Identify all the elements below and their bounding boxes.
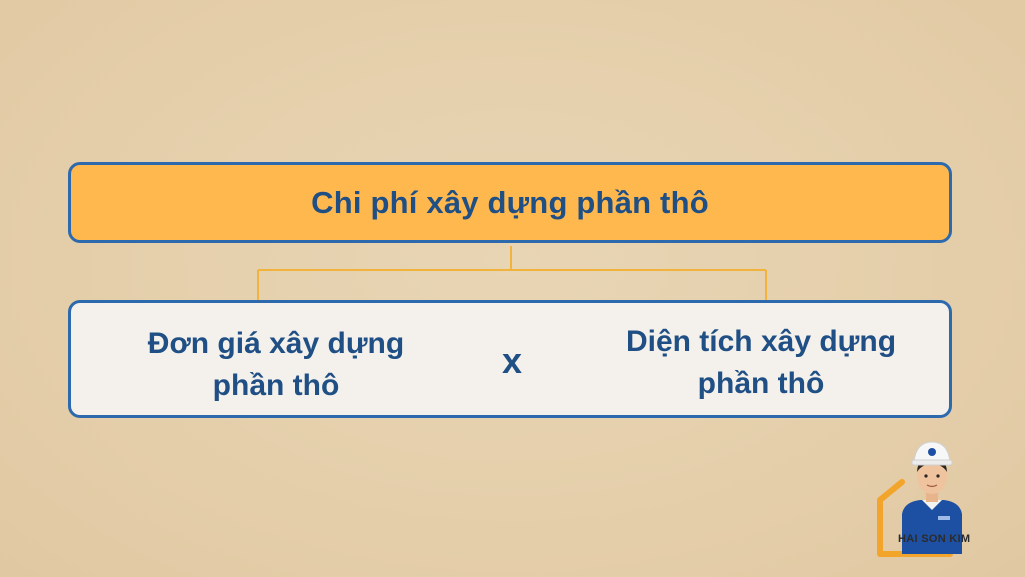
brand-mascot-logo: [877, 441, 962, 557]
total-cost-box: Chi phí xây dựng phần thô: [68, 162, 952, 243]
unit-price-line-1: Đơn giá xây dựng: [147, 327, 405, 360]
area-term: Diện tích xây dựng phần thô: [611, 321, 911, 405]
unit-price-line-2: phần thô: [212, 369, 340, 402]
multiply-operator: x: [501, 340, 523, 381]
area-line-2: phần thô: [697, 367, 825, 400]
formula-box: Đơn giá xây dựng phần thô x Diện tích xâ…: [68, 300, 952, 418]
unit-price-term: Đơn giá xây dựng phần thô: [141, 323, 411, 407]
total-cost-label: Chi phí xây dựng phần thô: [311, 184, 709, 220]
area-line-1: Diện tích xây dựng: [625, 325, 897, 358]
brand-name: HAI SON KIM: [898, 533, 971, 545]
